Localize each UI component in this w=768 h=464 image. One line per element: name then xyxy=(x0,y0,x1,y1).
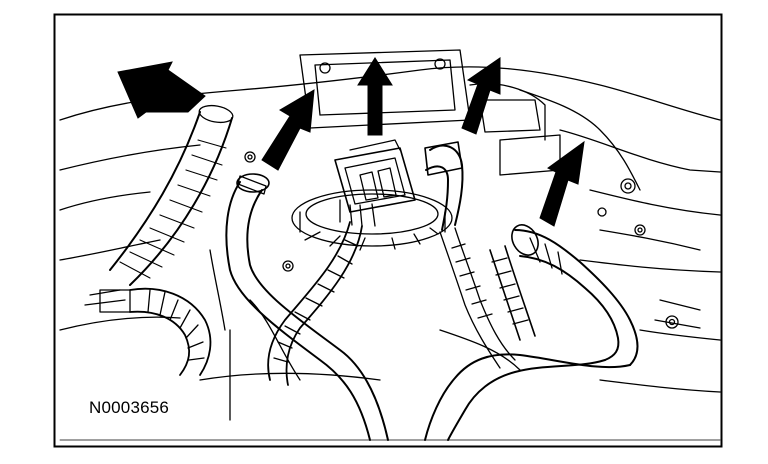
callout-arrow-5 xyxy=(539,140,585,227)
right-fuel-line xyxy=(424,224,639,441)
callout-arrow-1 xyxy=(117,61,206,119)
left-corrugated-hose xyxy=(109,104,234,286)
callout-arrow-4 xyxy=(461,57,501,135)
figure-id-label: N0003656 xyxy=(89,398,170,417)
fuel-pump-flange xyxy=(291,189,453,251)
electrical-connector xyxy=(334,139,416,227)
callout-arrow-3 xyxy=(357,57,393,136)
callout-arrows xyxy=(117,57,585,227)
right-corrugated-hose xyxy=(489,245,536,341)
wiring-harness xyxy=(267,221,363,386)
callout-arrow-2 xyxy=(261,89,315,171)
vent-line xyxy=(424,141,516,369)
lower-left-hose xyxy=(99,287,212,376)
